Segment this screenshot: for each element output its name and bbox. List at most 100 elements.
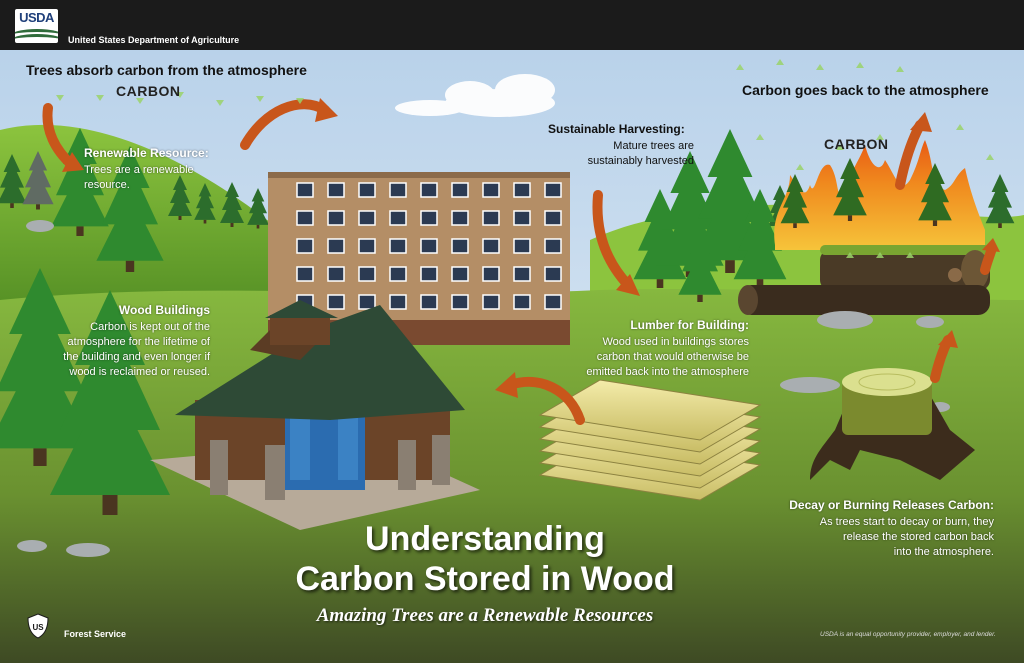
building-window [544,238,562,254]
department-name: United States Department of Agriculture [68,35,240,45]
building-window [389,294,407,310]
building-window [544,294,562,310]
carbon-arrow-icon [846,252,854,258]
building-window [358,294,376,310]
carbon-arrow-icon [296,98,304,104]
carbon-arrow-icon [986,154,994,160]
lumber-line-3: emitted back into the atmosphere [586,366,749,378]
title-line-2: Carbon Stored in Wood [295,560,675,598]
building-window [482,238,500,254]
building-window [327,238,345,254]
building-window [513,266,531,282]
carbon-arrow-icon [896,66,904,72]
building-window [420,182,438,198]
building-window [358,266,376,282]
building-window [358,210,376,226]
wood-buildings-line-4: wood is reclaimed or reused. [69,366,210,378]
lodge-building [150,300,480,530]
decay-line-3: into the atmosphere. [893,546,994,558]
usda-logo-text: USDA [19,10,54,25]
carbon-arrow-icon [956,124,964,130]
carbon-arrow-icon [906,252,914,258]
eo-statement: USDA is an equal opportunity provider, e… [820,631,996,638]
wood-buildings-line-1: Carbon is kept out of the [90,321,210,333]
carbon-arrow-icon [856,62,864,68]
renewable-line-1: Trees are a renewable [84,164,194,176]
wood-buildings-heading: Wood Buildings [118,303,210,317]
building-window [327,182,345,198]
badge-text: US [32,623,44,632]
building-window [296,266,314,282]
building-window [296,210,314,226]
lumber-pile [538,379,762,501]
carbon-arrow-icon [96,95,104,101]
building-window [327,294,345,310]
building-window [513,182,531,198]
logo-wave-bottom [15,34,58,43]
carbon-arrow-icon [256,96,264,102]
usda-logo[interactable]: USDA [15,9,58,43]
renewable-heading: Renewable Resource: [84,146,209,160]
carbon-arrow-icon [756,134,764,140]
carbon-arrow-icon [816,64,824,70]
carbon-arrow-icon [736,64,744,70]
carbon-label-right: CARBON [824,136,889,152]
carbon-arrow-icon [136,98,144,104]
building-window [513,210,531,226]
building-window [327,210,345,226]
lumber-line-1: Wood used in buildings stores [602,336,749,348]
building-window [451,238,469,254]
carbon-arrow-icon [216,100,224,106]
building-window [296,182,314,198]
building-window [420,294,438,310]
building-window [544,182,562,198]
fire-icon [774,140,985,250]
building-window [451,294,469,310]
sustainable-line-1: Mature trees are [613,140,694,152]
forest-service-label: Forest Service [64,629,127,639]
building-window [482,182,500,198]
building-window [327,266,345,282]
building-window [358,238,376,254]
building-window [451,266,469,282]
building-window [296,238,314,254]
tree-stump [810,368,975,480]
carbon-arrow-icon [796,164,804,170]
wood-buildings-line-2: atmosphere for the lifetime of [67,336,210,348]
absorb-heading: Trees absorb carbon from the atmosphere [26,62,307,78]
building-window [420,238,438,254]
building-window [451,210,469,226]
carbon-arrow-icon [776,59,784,65]
building-window [420,266,438,282]
building-window [358,182,376,198]
building-window [544,210,562,226]
decay-line-1: As trees start to decay or burn, they [819,516,994,528]
decaying-log [738,245,990,315]
building-window [389,210,407,226]
building-window [513,294,531,310]
building-window [389,182,407,198]
title-line-1: Understanding [365,520,605,558]
logo-wave-top [15,29,58,42]
lumber-plank [538,379,762,441]
carbon-label-left: CARBON [116,83,181,99]
building-window [451,182,469,198]
building-window [389,238,407,254]
carbon-arrow-icon [56,95,64,101]
wood-buildings-line-3: the building and even longer if [63,351,210,363]
lumber-line-2: carbon that would otherwise be [596,351,749,363]
sustainable-line-2: sustainably harvested [587,155,694,167]
carbon-arrow-icon [176,92,184,98]
carbon-arrow-icon [876,252,884,258]
carbon-arrow-icon [876,134,884,140]
decay-line-2: release the stored carbon back [842,531,994,543]
building-window [544,266,562,282]
building-window [420,210,438,226]
back-heading: Carbon goes back to the atmosphere [742,82,989,98]
forest-service-badge-icon[interactable]: US [26,613,50,639]
carbon-arrow-icon [836,144,844,150]
building-window [482,210,500,226]
building-window [482,266,500,282]
renewable-line-2: resource. [84,179,130,191]
